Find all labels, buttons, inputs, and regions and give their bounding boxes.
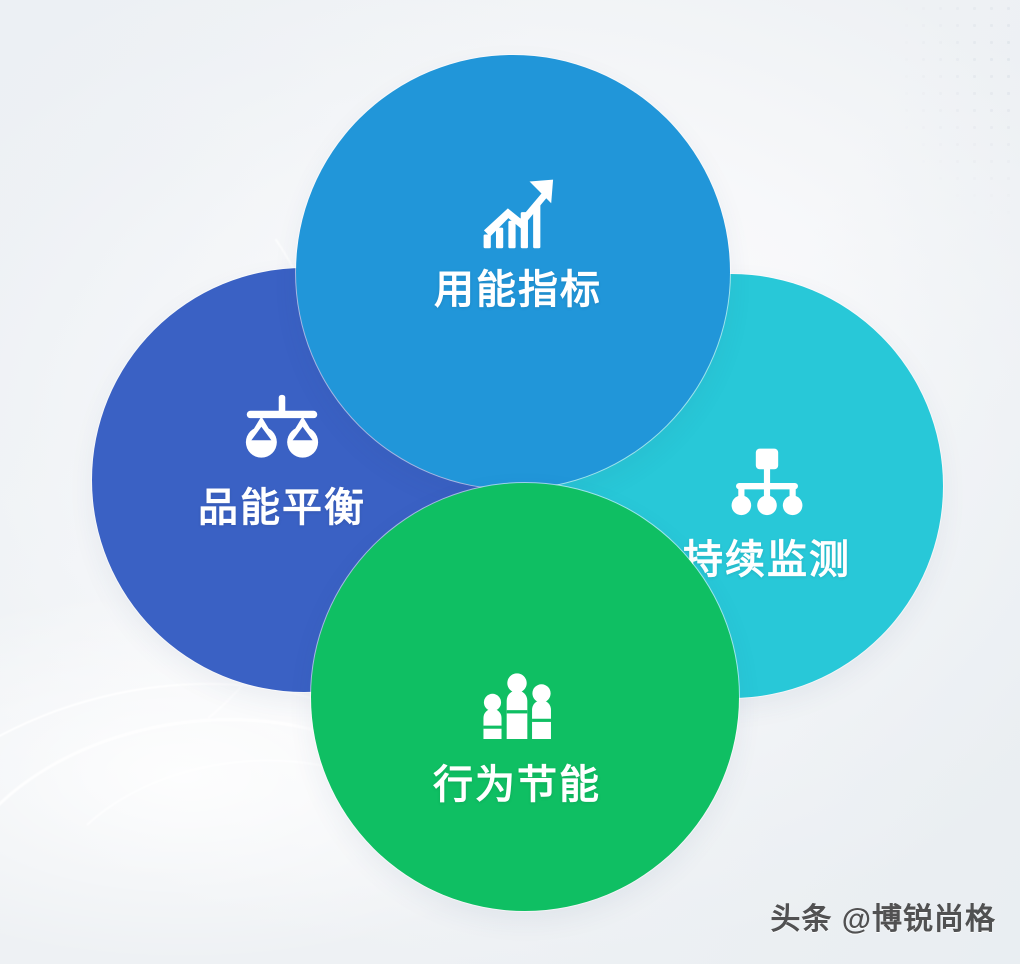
background-dot-grid <box>830 0 1020 300</box>
watermark: 头条 @博锐尚格 <box>770 903 996 936</box>
circle-label-monitoring: 持续监测 <box>683 538 851 582</box>
circle-label-behavior-saving: 行为节能 <box>433 763 601 807</box>
circle-label-energy-index: 用能指标 <box>434 268 602 312</box>
people-group-icon <box>474 665 560 751</box>
circle-energy-index[interactable]: 用能指标 <box>296 55 730 489</box>
balance-scale-icon <box>239 388 325 474</box>
circle-behavior-saving[interactable]: 行为节能 <box>311 483 739 911</box>
trending-up-bar-chart-icon <box>475 170 561 256</box>
circle-label-balance: 品能平衡 <box>198 486 366 530</box>
hierarchy-network-icon <box>724 440 810 526</box>
